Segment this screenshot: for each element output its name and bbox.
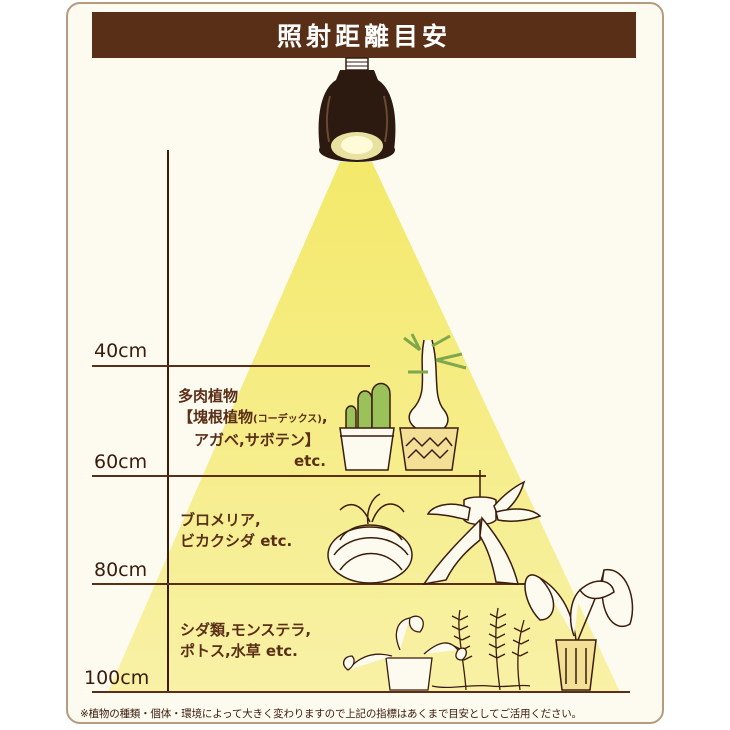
zone-fern-line2: ポトス,水草 etc. bbox=[180, 642, 298, 660]
caudex-pot-icon bbox=[399, 333, 467, 471]
title-bar: 照射距離目安 bbox=[92, 12, 636, 58]
zone-succulent-line2: 【塊根植物(コーデックス), bbox=[178, 408, 328, 426]
zone-succulent: 多肉植物 【塊根植物(コーデックス), アガベ,サボテン】 etc. bbox=[178, 386, 328, 472]
disclaimer-note: ※植物の種類・個体・環境によって大きく変わりますので上記の指標はあくまで目安とし… bbox=[80, 708, 582, 720]
zone-bromeliad-line2: ビカクシダ etc. bbox=[180, 532, 293, 550]
air-plant-icon bbox=[327, 493, 413, 584]
zone-succulent-line3: アガベ,サボテン】 bbox=[194, 431, 320, 449]
zone-succulent-line4: etc. bbox=[294, 452, 326, 470]
distance-label-40: 40cm bbox=[94, 340, 148, 362]
page-title: 照射距離目安 bbox=[276, 22, 451, 51]
cactus-pot-icon bbox=[339, 382, 395, 471]
zone-bromeliad-line1: ブロメリア, bbox=[180, 511, 261, 529]
monstera-icon bbox=[524, 569, 634, 691]
zone-fern: シダ類,モンステラ, ポトス,水草 etc. bbox=[180, 620, 311, 662]
zone-bromeliad: ブロメリア, ビカクシダ etc. bbox=[180, 510, 292, 552]
fern-icon bbox=[451, 607, 531, 691]
zone-succulent-line1: 多肉植物 bbox=[178, 387, 239, 405]
pothos-icon bbox=[342, 615, 531, 691]
distance-label-60: 60cm bbox=[94, 451, 148, 473]
zone-fern-line1: シダ類,モンステラ, bbox=[180, 621, 312, 639]
distance-label-100: 100cm bbox=[84, 667, 150, 689]
grow-lamp-icon bbox=[318, 57, 396, 162]
staghorn-fern-icon bbox=[422, 470, 542, 586]
distance-label-80: 80cm bbox=[94, 559, 148, 581]
